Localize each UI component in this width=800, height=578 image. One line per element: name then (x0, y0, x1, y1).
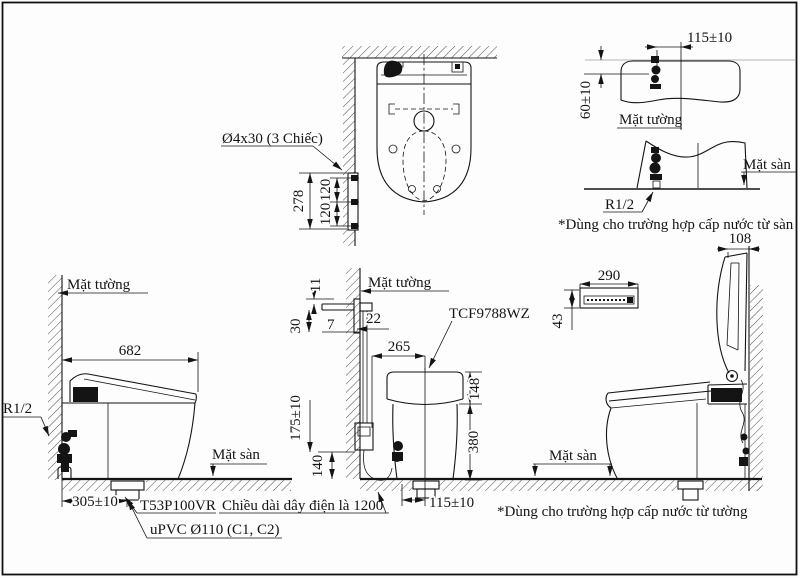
dim-valve-height: 140 (310, 455, 326, 478)
remote-control (579, 287, 639, 309)
drain-pipe (677, 480, 704, 501)
thread-label: R1/2 (3, 401, 32, 417)
wall-hatch (750, 285, 763, 491)
wall-face-label: Mặt tường (619, 112, 683, 128)
floor-label: Mặt sàn (549, 448, 597, 464)
wall-plate (353, 298, 361, 334)
dim-drain-offset: 305±10 (72, 494, 118, 510)
dim-bracket-height: 278 (291, 190, 307, 213)
hinge-right (451, 61, 464, 73)
dim-wall-offset: 115±10 (687, 30, 732, 46)
dim-length: 682 (119, 343, 142, 359)
dim-pipe-c: 7 (327, 317, 335, 333)
dim-pipe-d: 22 (366, 311, 381, 327)
cord-length-note: Chiều dài dây điện là 1200 (222, 498, 383, 514)
pipe-label: uPVC Ø110 (C1, C2) (150, 522, 279, 538)
supply-valve (651, 56, 659, 63)
screw-callout: Ø4x30 (3 Chiếc) (222, 131, 323, 147)
break-line (739, 379, 745, 444)
shutoff-valve (392, 441, 403, 462)
floor-label: Mặt sàn (212, 447, 260, 463)
washlet-model-label: TCF9788WZ (449, 306, 530, 322)
side-view-closed: Mặt tường 682 R1/2 Mặt sàn (2, 275, 389, 540)
front-view: Mặt tường 11 30 7 22 TCF9788WZ 265 (286, 268, 530, 513)
dim-remote-width: 290 (598, 268, 621, 284)
dim-drain-offset: 115±10 (429, 495, 474, 511)
side-view-open: 108 (497, 229, 763, 520)
floor-supply-detail: Mặt sàn R1/2 *Dùng cho trường hợp cấp nư… (558, 140, 797, 233)
open-lid (716, 252, 748, 383)
wall-hatch (346, 268, 360, 479)
wall-hatch (342, 46, 497, 58)
dim-pipe-a: 11 (308, 278, 324, 292)
dim-pipe-b: 30 (288, 319, 304, 334)
dim-lid-height: 148 (467, 378, 483, 401)
hinge (725, 369, 739, 383)
wall-face-label: Mặt tường (67, 277, 131, 293)
dim-screw-upper: 120 (318, 179, 334, 202)
side-panel (711, 388, 742, 402)
supply-hose (363, 449, 393, 481)
dim-lid-gap: 108 (729, 231, 752, 247)
supply-valve (651, 147, 659, 153)
dim-body-height: 380 (466, 431, 482, 454)
dim-center-offset: 265 (388, 339, 411, 355)
dim-remote-height: 43 (550, 314, 566, 329)
hinge-left (383, 60, 403, 78)
floor-label: Mặt sàn (743, 157, 791, 173)
wall-hatch (48, 275, 62, 480)
wall-supply-detail: 115±10 60±10 Mặt tường (576, 28, 795, 130)
drain-pipe (412, 480, 440, 490)
dim-screw-lower: 120 (318, 203, 334, 226)
bowl-outline (402, 130, 447, 202)
toilet-model-label: T53P100VR (140, 498, 216, 514)
note-floor-supply: *Dùng cho trường hợp cấp nước từ sàn (558, 217, 794, 233)
side-panel (73, 387, 98, 402)
note-wall-supply: *Dùng cho trường hợp cấp nước từ tường (497, 504, 748, 520)
plan-view: 278 120 120 Ø4x30 (3 Chiếc) (221, 46, 497, 246)
floor-common: Mặt sàn (360, 448, 762, 491)
shutoff-valve (57, 430, 77, 472)
wall-face-label: Mặt tường (368, 275, 432, 291)
dim-wall-height: 60±10 (578, 81, 594, 119)
thread-label: R1/2 (605, 197, 634, 213)
dim-supply-height: 175±10 (288, 395, 304, 441)
